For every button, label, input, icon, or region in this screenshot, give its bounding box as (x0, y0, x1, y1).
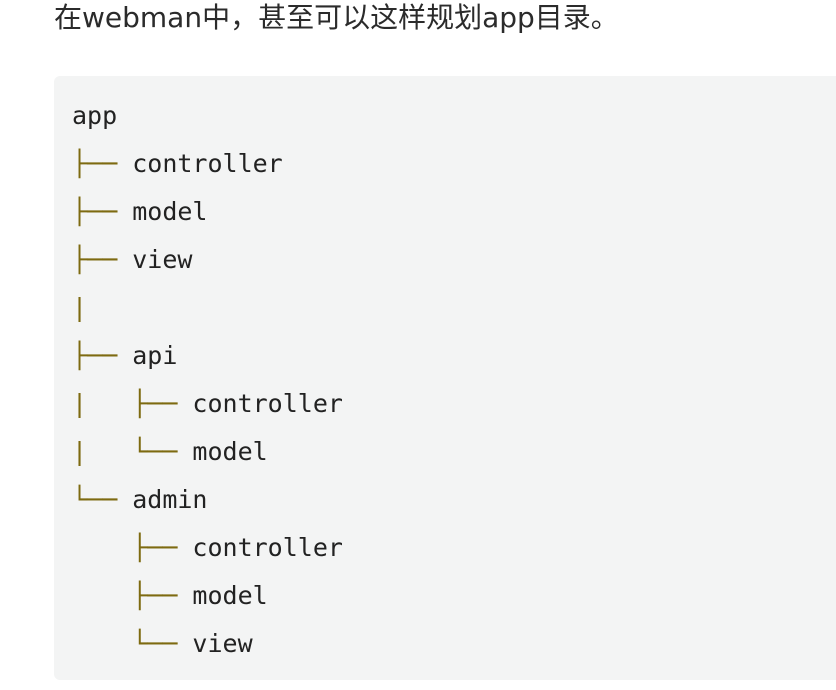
tree-prefix: └── (72, 485, 133, 514)
directory-name: controller (132, 149, 283, 178)
directory-name: app (72, 101, 118, 130)
code-block: app ├── controller ├── model ├── view | … (54, 76, 836, 680)
tree-prefix: | └── (72, 437, 193, 466)
directory-name: controller (192, 389, 343, 418)
tree-line: ├── controller (72, 524, 343, 572)
tree-line: ├── model (72, 572, 343, 620)
tree-line: app (72, 92, 343, 140)
tree-prefix: | (72, 293, 88, 322)
directory-name: model (192, 437, 268, 466)
tree-line: | └── model (72, 428, 343, 476)
directory-name: view (192, 629, 253, 658)
tree-prefix: ├── (72, 533, 193, 562)
directory-name: model (192, 581, 268, 610)
tree-line: └── view (72, 620, 343, 668)
tree-line: | ├── controller (72, 380, 343, 428)
directory-name: api (132, 341, 178, 370)
tree-prefix: ├── (72, 581, 193, 610)
directory-tree: app ├── controller ├── model ├── view | … (72, 92, 343, 668)
tree-line: ├── model (72, 188, 343, 236)
tree-line: └── admin (72, 476, 343, 524)
tree-prefix: ├── (72, 341, 133, 370)
directory-name: admin (132, 485, 208, 514)
tree-prefix: ├── (72, 149, 133, 178)
tree-line: ├── controller (72, 140, 343, 188)
tree-prefix: | ├── (72, 389, 193, 418)
tree-prefix: ├── (72, 245, 133, 274)
tree-line: ├── view (72, 236, 343, 284)
directory-name: controller (192, 533, 343, 562)
tree-prefix: └── (72, 629, 193, 658)
intro-paragraph: 在webman中，甚至可以这样规划app目录。 (54, 1, 619, 34)
directory-name: model (132, 197, 208, 226)
directory-name: view (132, 245, 193, 274)
tree-line: | (72, 284, 343, 332)
tree-line: ├── api (72, 332, 343, 380)
tree-prefix: ├── (72, 197, 133, 226)
